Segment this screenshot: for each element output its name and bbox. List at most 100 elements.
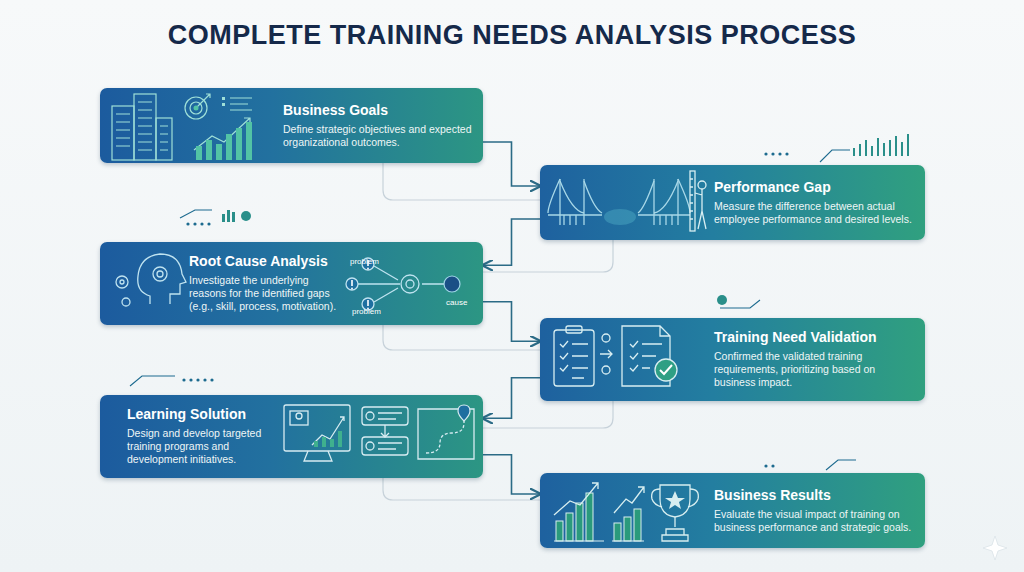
icon-part (226, 134, 232, 160)
icon-part (889, 140, 891, 156)
icon-part (444, 276, 460, 292)
icon-part (236, 128, 242, 160)
step-description: Evaluate the visual impact of training o… (714, 508, 914, 534)
icon-part (764, 464, 767, 467)
icon-part (157, 271, 163, 277)
icon-part (586, 493, 593, 541)
step-heading: Business Goals (283, 102, 475, 118)
icon-part (122, 298, 130, 306)
icon-part (665, 491, 685, 509)
icon-part (662, 517, 688, 541)
icon-part (246, 122, 252, 160)
icon-part (210, 378, 213, 381)
icon-part (548, 179, 690, 213)
icon-part (352, 260, 368, 306)
goals-icon (100, 88, 280, 163)
step-description: Investigate the underlying reasons for t… (189, 274, 347, 313)
icon-part (216, 144, 222, 160)
icon-part (351, 268, 369, 310)
icon-part (222, 214, 225, 222)
icon-part (695, 189, 706, 229)
icon-part (778, 152, 781, 155)
icon-part (180, 210, 212, 218)
icon-part (200, 222, 203, 225)
icon-part (296, 413, 302, 419)
icon-part (406, 280, 414, 288)
diagram-label: cause (446, 298, 467, 307)
icon-part (698, 181, 706, 189)
process-box: Performance GapMeasure the difference be… (540, 165, 925, 240)
icon-part (458, 405, 470, 421)
icon-part (877, 138, 879, 156)
process-box: Root Cause AnalysisInvestigate the under… (100, 242, 483, 325)
icon-part (156, 118, 172, 160)
icon-part (554, 483, 598, 515)
gap-icon (540, 165, 710, 240)
flow-arrow (483, 455, 540, 494)
diagram-label: problem (352, 307, 381, 316)
icon-part (690, 179, 693, 219)
icon-part (351, 288, 353, 290)
icon-part (614, 487, 644, 513)
icon-part (153, 267, 167, 281)
icon-part (554, 330, 594, 386)
icon-part (859, 144, 861, 156)
step-heading: Performance Gap (714, 179, 914, 195)
text-block: Root Cause AnalysisInvestigate the under… (189, 253, 347, 313)
step-description: Define strategic objectives and expected… (283, 123, 475, 149)
icon-part (290, 411, 308, 425)
icon-part (602, 334, 610, 342)
step-heading: Learning Solution (127, 406, 277, 422)
process-box: Business ResultsEvaluate the visual impa… (540, 473, 925, 548)
flow-arrow (483, 378, 540, 418)
icon-part (189, 378, 192, 381)
text-block: Training Need ValidationConfirmed the va… (714, 329, 914, 389)
icon-part (771, 464, 774, 467)
icon-part (196, 146, 202, 160)
icon-part (182, 378, 185, 381)
icon-part (771, 152, 774, 155)
icon-part (112, 94, 252, 160)
icon-part (614, 523, 621, 541)
icon-part (655, 359, 677, 381)
icon-part (366, 412, 374, 420)
icon-part (232, 212, 235, 222)
icon-part (602, 366, 610, 374)
icon-part (624, 517, 631, 541)
icon-part (548, 179, 690, 225)
text-block: Performance GapMeasure the difference be… (714, 179, 914, 226)
flow-arrow (483, 219, 540, 265)
icon-part (853, 148, 855, 156)
process-box: Learning SolutionDesign and develop targ… (100, 395, 483, 478)
icon-part (304, 451, 332, 461)
icon-part (116, 276, 128, 288)
icon-part (871, 146, 873, 156)
icon-part (556, 521, 563, 541)
step-description: Confirmed the validated training require… (714, 350, 914, 389)
icon-part (362, 437, 408, 455)
icon-part (222, 103, 225, 106)
icon-part (554, 540, 644, 541)
icon-part (116, 102, 168, 150)
icon-part (560, 341, 588, 378)
icon-part (186, 222, 189, 225)
icon-part (560, 179, 678, 225)
icon-part (764, 152, 767, 155)
text-block: Business GoalsDefine strategic objective… (283, 102, 475, 149)
icon-part (604, 209, 636, 225)
icon-part (401, 275, 419, 293)
icon-part (338, 431, 342, 447)
icon-part (314, 431, 342, 447)
icon-part (367, 268, 369, 270)
icon-part (554, 483, 698, 541)
validation-icon (540, 318, 710, 393)
icon-part (138, 254, 186, 304)
icon-part (660, 485, 690, 517)
icon-part (826, 460, 856, 470)
step-heading: Business Results (714, 487, 914, 503)
icon-part (554, 326, 670, 386)
step-description: Measure the difference between actual em… (714, 200, 914, 226)
icon-part (203, 378, 206, 381)
icon-part (634, 509, 641, 541)
icon-part (717, 295, 727, 305)
